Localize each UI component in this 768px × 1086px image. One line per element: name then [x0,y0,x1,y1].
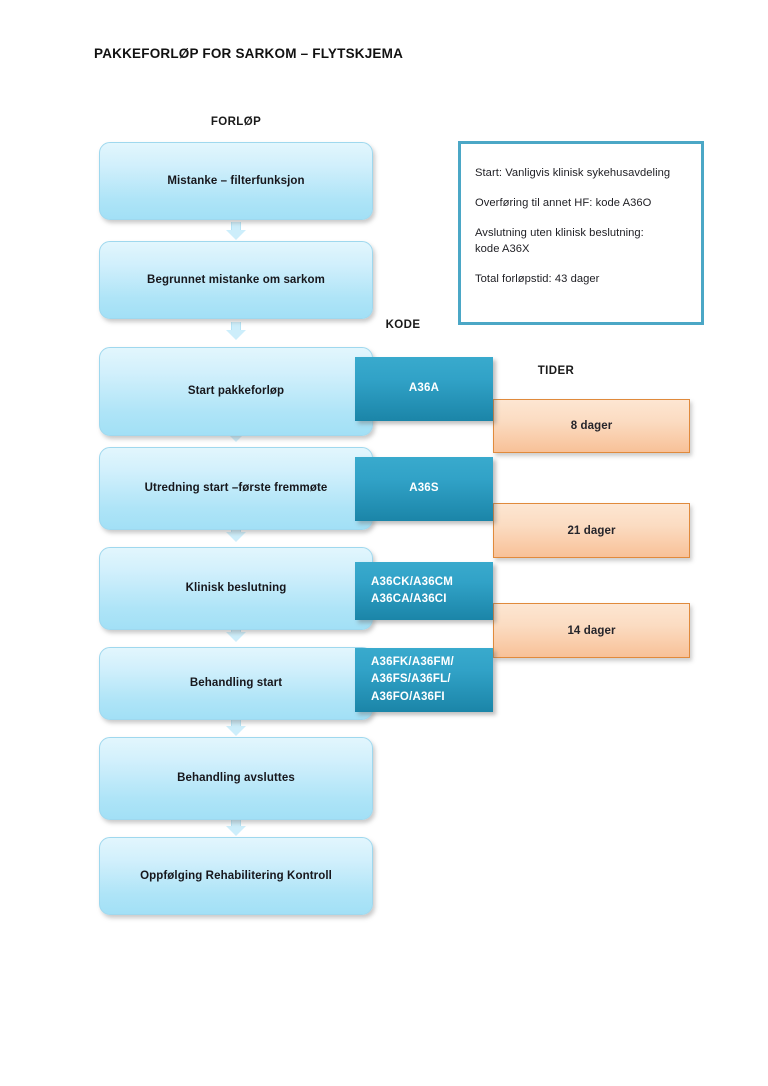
flow-step-label: Mistanke – filterfunksjon [167,174,305,187]
arrow-head [226,432,246,442]
column-header-forlop: FORLØP [210,116,262,128]
flow-step-oppfolging-rehabilitering-kontroll[interactable]: Oppfølging Rehabilitering Kontroll [99,837,373,915]
info-line-total-forlopstid: Total forløpstid: 43 dager [475,272,600,285]
arrow-head [226,532,246,542]
arrow-stem [231,818,241,827]
page-title: PAKKEFORLØP FOR SARKOM – FLYTSKJEMA [94,46,404,61]
time-box-8-dager[interactable]: 8 dager [493,399,690,453]
flow-step-label: Utredning start –første fremmøte [144,482,328,495]
code-box-label: A36A [408,382,440,395]
column-header-kode: KODE [385,319,421,331]
flow-step-label: Oppfølging Rehabilitering Kontroll [140,869,332,882]
info-line-avslutning: Avslutning uten klinisk beslutning: kode… [475,226,644,255]
arrow-stem [231,718,241,727]
time-box-label: 8 dager [570,420,613,432]
flow-step-start-pakkeforlop[interactable]: Start pakkeforløp [99,347,373,436]
arrow-stem [231,322,241,331]
info-box: Start: Vanligvis klinisk sykehusavdeling… [458,141,704,325]
flow-step-label: Behandling start [189,677,283,690]
code-box-label: A36CK/A36CM A36CA/A36CI [371,575,454,605]
arrow-head [226,330,246,340]
code-box-a36a[interactable]: A36A [355,357,493,421]
code-box-label: A36S [409,482,439,495]
flow-step-utredning-start[interactable]: Utredning start –første fremmøte [99,447,373,530]
flow-step-mistanke-filterfunksjon[interactable]: Mistanke – filterfunksjon [99,142,373,220]
flow-step-label: Klinisk beslutning [185,582,287,595]
code-box-a36s[interactable]: A36S [355,457,493,521]
info-line-start: Start: Vanligvis klinisk sykehusavdeling [475,167,671,179]
flow-step-begrunnet-mistanke[interactable]: Begrunnet mistanke om sarkom [99,241,373,319]
time-box-21-dager[interactable]: 21 dager [493,503,690,558]
time-box-14-dager[interactable]: 14 dager [493,603,690,658]
code-box-a36f-group[interactable]: A36FK/A36FM/ A36FS/A36FL/ A36FO/A36FI [355,648,493,712]
flow-step-klinisk-beslutning[interactable]: Klinisk beslutning [99,547,373,630]
code-box-a36c-group[interactable]: A36CK/A36CM A36CA/A36CI [355,562,493,620]
column-header-tider: TIDER [537,365,575,377]
time-box-label: 21 dager [567,524,616,537]
code-box-label: A36FK/A36FM/ A36FS/A36FL/ A36FO/A36FI [371,656,454,703]
arrow-head [226,230,246,240]
flow-step-behandling-avsluttes[interactable]: Behandling avsluttes [99,737,373,820]
flow-step-label: Begrunnet mistanke om sarkom [147,273,325,286]
arrow-stem [231,222,241,231]
arrow-head [226,632,246,642]
time-box-label: 14 dager [567,624,616,637]
arrow-head [226,726,246,736]
flow-step-label: Start pakkeforløp [187,385,285,398]
info-line-overforing: Overføring til annet HF: kode A36O [475,196,652,209]
flow-step-behandling-start[interactable]: Behandling start [99,647,373,720]
flow-step-label: Behandling avsluttes [177,772,295,785]
arrow-head [226,826,246,836]
